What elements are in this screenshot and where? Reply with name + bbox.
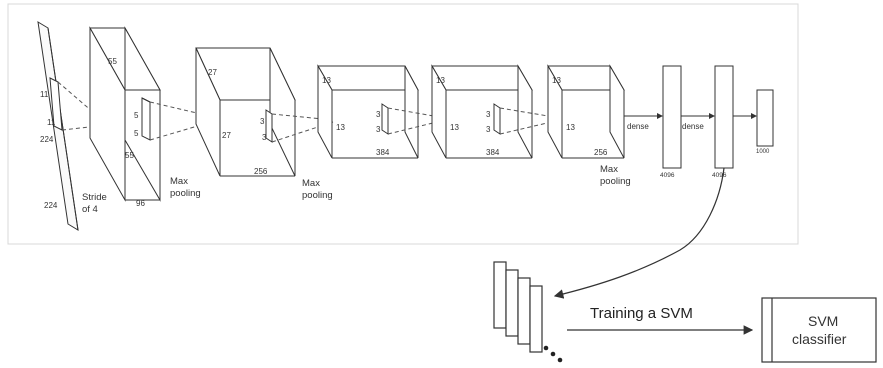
- conv2-top-label: 27: [208, 68, 217, 77]
- output-size-label: 1000: [756, 149, 770, 155]
- feature-extraction-arrow: [553, 167, 725, 299]
- conv4-kernel-w-label: 3: [486, 125, 491, 134]
- conv2-depth-label: 256: [254, 167, 268, 176]
- pool1-label-line2: pooling: [170, 188, 201, 199]
- conv4-kernel-h-label: 3: [486, 110, 491, 119]
- svm-classifier-box: [761, 297, 877, 363]
- conv4-side-label: 13: [450, 123, 459, 132]
- dense-label-2: dense: [682, 122, 704, 131]
- conv3-kernel-h-label: 3: [376, 110, 381, 119]
- fc2-bar: [714, 65, 734, 169]
- pool2-label-line1: Max: [302, 178, 320, 189]
- fc1-bar: [662, 65, 682, 169]
- input-kernel-h-label: 11: [40, 90, 49, 99]
- conv1-kernel-w-label: 5: [134, 129, 139, 138]
- conv1-h-label: 55: [125, 151, 134, 160]
- conv3-kernel-w-label: 3: [376, 125, 381, 134]
- conv4-block: [431, 64, 533, 159]
- svm-classifier-line1: SVM: [808, 313, 838, 329]
- conv5-depth-label: 256: [594, 148, 608, 157]
- input-layer: [37, 21, 79, 231]
- conv2-kernel-h-label: 3: [260, 117, 265, 126]
- feature-stack: [493, 261, 543, 353]
- conv1-kernel-h-label: 5: [134, 111, 139, 120]
- conv2-side-label: 27: [222, 131, 231, 140]
- output-bar: [756, 89, 774, 147]
- svm-classifier-line2: classifier: [792, 331, 847, 347]
- ellipsis-dots: [543, 345, 563, 363]
- pool1-label-line1: Max: [170, 176, 188, 187]
- pool2-label-line2: pooling: [302, 190, 333, 201]
- conv3-depth-label: 384: [376, 148, 390, 157]
- conv1-top-label: 55: [108, 57, 117, 66]
- fc2-size-label: 4096: [712, 172, 727, 179]
- dense-label-1: dense: [627, 122, 649, 131]
- input-height-label: 224: [40, 135, 54, 144]
- conv2-block: [195, 47, 296, 177]
- training-svm-label: Training a SVM: [590, 305, 693, 322]
- conv5-block: [547, 64, 625, 159]
- conv2-kernel-w-label: 3: [262, 133, 267, 142]
- conv5-side-label: 13: [566, 123, 575, 132]
- stride-label-line2: of 4: [82, 204, 98, 215]
- input-kernel-w-label: 11: [47, 118, 56, 127]
- conv4-depth-label: 384: [486, 148, 500, 157]
- conv1-block: [89, 26, 161, 202]
- conv3-side-label: 13: [336, 123, 345, 132]
- conv4-top-label: 13: [436, 76, 445, 85]
- conv1-depth-label: 96: [136, 199, 145, 208]
- conv3-top-label: 13: [322, 76, 331, 85]
- conv5-top-label: 13: [552, 76, 561, 85]
- pool3-label-line1: Max: [600, 164, 618, 175]
- fc1-size-label: 4096: [660, 172, 675, 179]
- pool3-label-line2: pooling: [600, 176, 631, 187]
- input-width-label: 224: [44, 201, 58, 210]
- conv3-projection: [387, 107, 446, 135]
- stride-label-line1: Stride: [82, 192, 107, 203]
